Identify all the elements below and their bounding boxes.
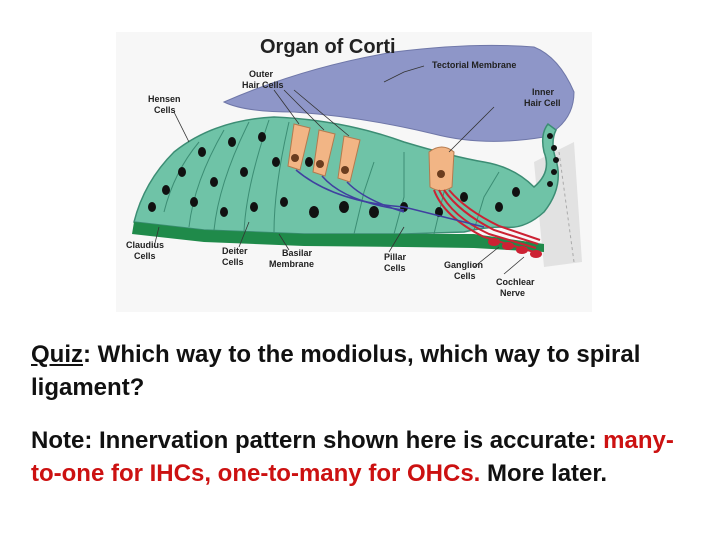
- label-deiter-cells-line2: Cells: [222, 257, 244, 267]
- label-claudius-cells-line1: Claudius: [126, 240, 164, 250]
- label-outer-hair-cells-line2: Hair Cells: [242, 80, 284, 90]
- quiz-label: Quiz: [31, 341, 83, 368]
- organ-of-corti-figure: Organ of Corti Tectorial Membrane Outer …: [104, 12, 607, 322]
- lamina-edge: [558, 151, 575, 263]
- label-hensen-cells-line1: Hensen: [148, 94, 181, 104]
- label-ganglion-cells-line1: Ganglion: [444, 260, 483, 270]
- label-inner-hair-cell-line1: Inner: [532, 87, 555, 97]
- label-outer-hair-cells-line1: Outer: [249, 69, 274, 79]
- quiz-question: Quiz: Which way to the modiolus, which w…: [31, 338, 681, 404]
- outer-hair-cells: [287, 123, 361, 183]
- label-basilar-membrane-line2: Membrane: [269, 259, 314, 269]
- leader-lines: [153, 65, 525, 275]
- label-inner-hair-cell-line2: Hair Cell: [524, 98, 561, 108]
- ohc-efferent-fibers: [295, 169, 485, 228]
- label-cochlear-nerve-line2: Nerve: [500, 288, 525, 298]
- label-basilar-membrane-line1: Basilar: [282, 248, 313, 258]
- nerve-fibers: [433, 189, 541, 253]
- ganglion-cells: [488, 238, 542, 258]
- cell-nuclei: [148, 132, 559, 218]
- quiz-question-text: : Which way to the modiolus, which way t…: [31, 341, 641, 401]
- inner-hair-cell: [428, 146, 455, 191]
- label-pillar-cells-line2: Cells: [384, 263, 406, 273]
- note-suffix: More later.: [480, 460, 608, 487]
- label-hensen-cells-line2: Cells: [154, 105, 176, 115]
- innervation-note: Note: Innervation pattern shown here is …: [31, 424, 691, 490]
- label-tectorial-membrane: Tectorial Membrane: [432, 60, 516, 70]
- diagram-title: Organ of Corti: [260, 36, 396, 58]
- label-cochlear-nerve-line1: Cochlear: [496, 277, 535, 287]
- label-deiter-cells-line1: Deiter: [222, 246, 248, 256]
- basilar-membrane: [132, 222, 544, 252]
- tectorial-membrane: [222, 44, 575, 142]
- label-pillar-cells-line1: Pillar: [384, 252, 407, 262]
- label-claudius-cells-line2: Cells: [134, 251, 156, 261]
- note-prefix: Note: Innervation pattern shown here is …: [31, 427, 604, 454]
- note-highlight: many-to-one for IHCs, one-to-many for OH…: [31, 427, 674, 487]
- label-ganglion-cells-line2: Cells: [454, 271, 476, 281]
- organ-of-corti-diagram: Organ of Corti Tectorial Membrane Outer …: [116, 32, 592, 312]
